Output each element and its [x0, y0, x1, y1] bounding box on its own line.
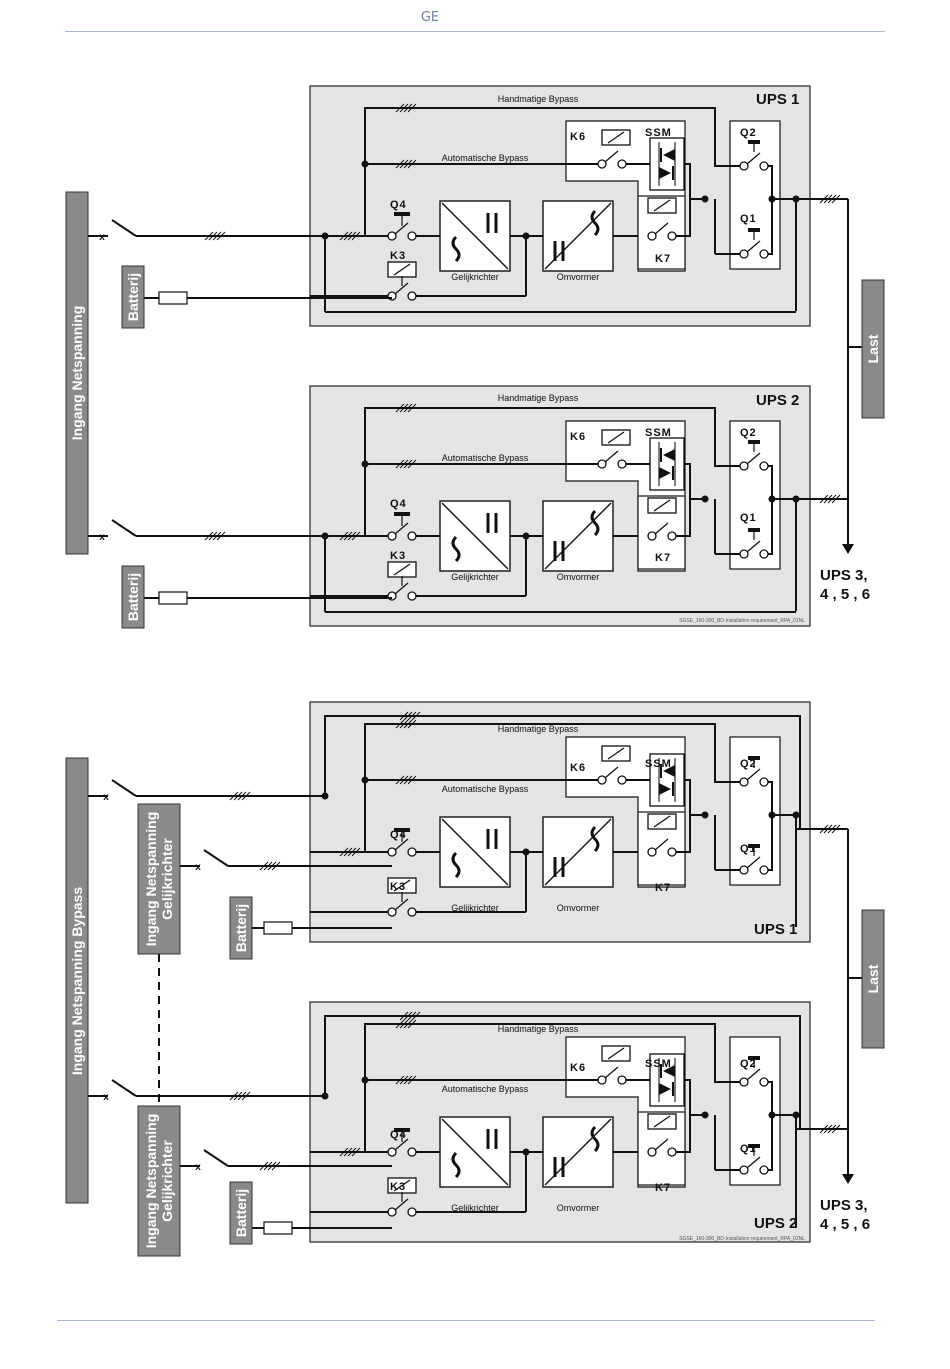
ups-more-line1: UPS 3, [820, 1197, 868, 1214]
input-bus-label: Ingang Netspanning [69, 306, 85, 441]
header-divider [65, 31, 885, 32]
ups-more-line2: 4 , 5 , 6 [820, 1216, 870, 1233]
automatische-bypass-label: Automatische Bypass [442, 784, 529, 794]
k7-label: K7 [655, 1182, 671, 1194]
k3-label: K3 [390, 1181, 406, 1193]
input-bypass-bus-label: Ingang Netspanning Bypass [69, 887, 85, 1075]
gelijkrichter-label: Gelijkrichter [451, 903, 499, 913]
omvormer-label: Omvormer [557, 272, 600, 282]
diagram-reference: SGSE_160-300_BD-Installation requirement… [679, 1236, 805, 1242]
batterij-label: Batterij [125, 273, 141, 321]
omvormer-label: Omvormer [557, 1203, 600, 1213]
q1-label: Q1 [740, 1143, 757, 1155]
rect-input-line2: Gelijkrichter [159, 1140, 175, 1222]
batterij-label: Batterij [233, 904, 249, 952]
ssm-label: SSM [645, 758, 672, 770]
diagram-2: Ingang Netspanning Bypass Ingang Netspan… [65, 702, 885, 1257]
diagram-reference: SGSE_160-300_BD-Installation requirement… [679, 618, 805, 624]
q4-label: Q4 [390, 829, 407, 841]
q2-label: Q2 [740, 427, 757, 439]
ups-more-line1: UPS 3, [820, 567, 868, 584]
x-mark: x [99, 232, 105, 243]
k6-label: K6 [570, 431, 586, 443]
q1-label: Q1 [740, 843, 757, 855]
k6-label: K6 [570, 131, 586, 143]
handmatige-bypass-label: Handmatige Bypass [498, 724, 579, 734]
ssm-label: SSM [645, 427, 672, 439]
automatische-bypass-label: Automatische Bypass [442, 153, 529, 163]
handmatige-bypass-label: Handmatige Bypass [498, 1024, 579, 1034]
q4-label: Q4 [390, 199, 407, 211]
batterij-label: Batterij [125, 573, 141, 621]
omvormer-label: Omvormer [557, 572, 600, 582]
q2-label: Q2 [740, 758, 757, 770]
automatische-bypass-label: Automatische Bypass [442, 1084, 529, 1094]
q1-label: Q1 [740, 512, 757, 524]
page-header-title: GE [420, 10, 440, 25]
ups-1-title: UPS 1 [754, 921, 797, 938]
k3-label: K3 [390, 881, 406, 893]
omvormer-label: Omvormer [557, 903, 600, 913]
last-label: Last [865, 334, 881, 363]
automatische-bypass-label: Automatische Bypass [442, 453, 529, 463]
ups-more-line2: 4 , 5 , 6 [820, 586, 870, 603]
x-mark: x [103, 1092, 109, 1103]
diagram-1: Ingang Netspanning Handmatige Bypass Aut… [65, 86, 885, 629]
footer-divider [57, 1320, 875, 1321]
k7-label: K7 [655, 882, 671, 894]
gelijkrichter-label: Gelijkrichter [451, 1203, 499, 1213]
rect-input-line1: Ingang Netspanning [143, 1114, 159, 1249]
handmatige-bypass-label: Handmatige Bypass [498, 94, 579, 104]
x-mark: x [195, 1162, 201, 1173]
k7-label: K7 [655, 552, 671, 564]
batterij-label: Batterij [233, 1189, 249, 1237]
x-mark: x [99, 532, 105, 543]
k3-label: K3 [390, 550, 406, 562]
ups-2-title: UPS 2 [754, 1215, 797, 1232]
q1-label: Q1 [740, 213, 757, 225]
rect-input-line2: Gelijkrichter [159, 838, 175, 920]
ups-2-title: UPS 2 [756, 392, 799, 409]
gelijkrichter-label: Gelijkrichter [451, 272, 499, 282]
gelijkrichter-label: Gelijkrichter [451, 572, 499, 582]
k3-label: K3 [390, 250, 406, 262]
q4-label: Q4 [390, 1129, 407, 1141]
q4-label: Q4 [390, 498, 407, 510]
x-mark: x [103, 792, 109, 803]
rect-input-line1: Ingang Netspanning [143, 812, 159, 947]
x-mark: x [195, 862, 201, 873]
ssm-label: SSM [645, 1058, 672, 1070]
ups-1-title: UPS 1 [756, 91, 799, 108]
ssm-label: SSM [645, 127, 672, 139]
k6-label: K6 [570, 762, 586, 774]
k7-label: K7 [655, 253, 671, 265]
q2-label: Q2 [740, 127, 757, 139]
k6-label: K6 [570, 1062, 586, 1074]
handmatige-bypass-label: Handmatige Bypass [498, 393, 579, 403]
last-label: Last [865, 964, 881, 993]
q2-label: Q2 [740, 1058, 757, 1070]
